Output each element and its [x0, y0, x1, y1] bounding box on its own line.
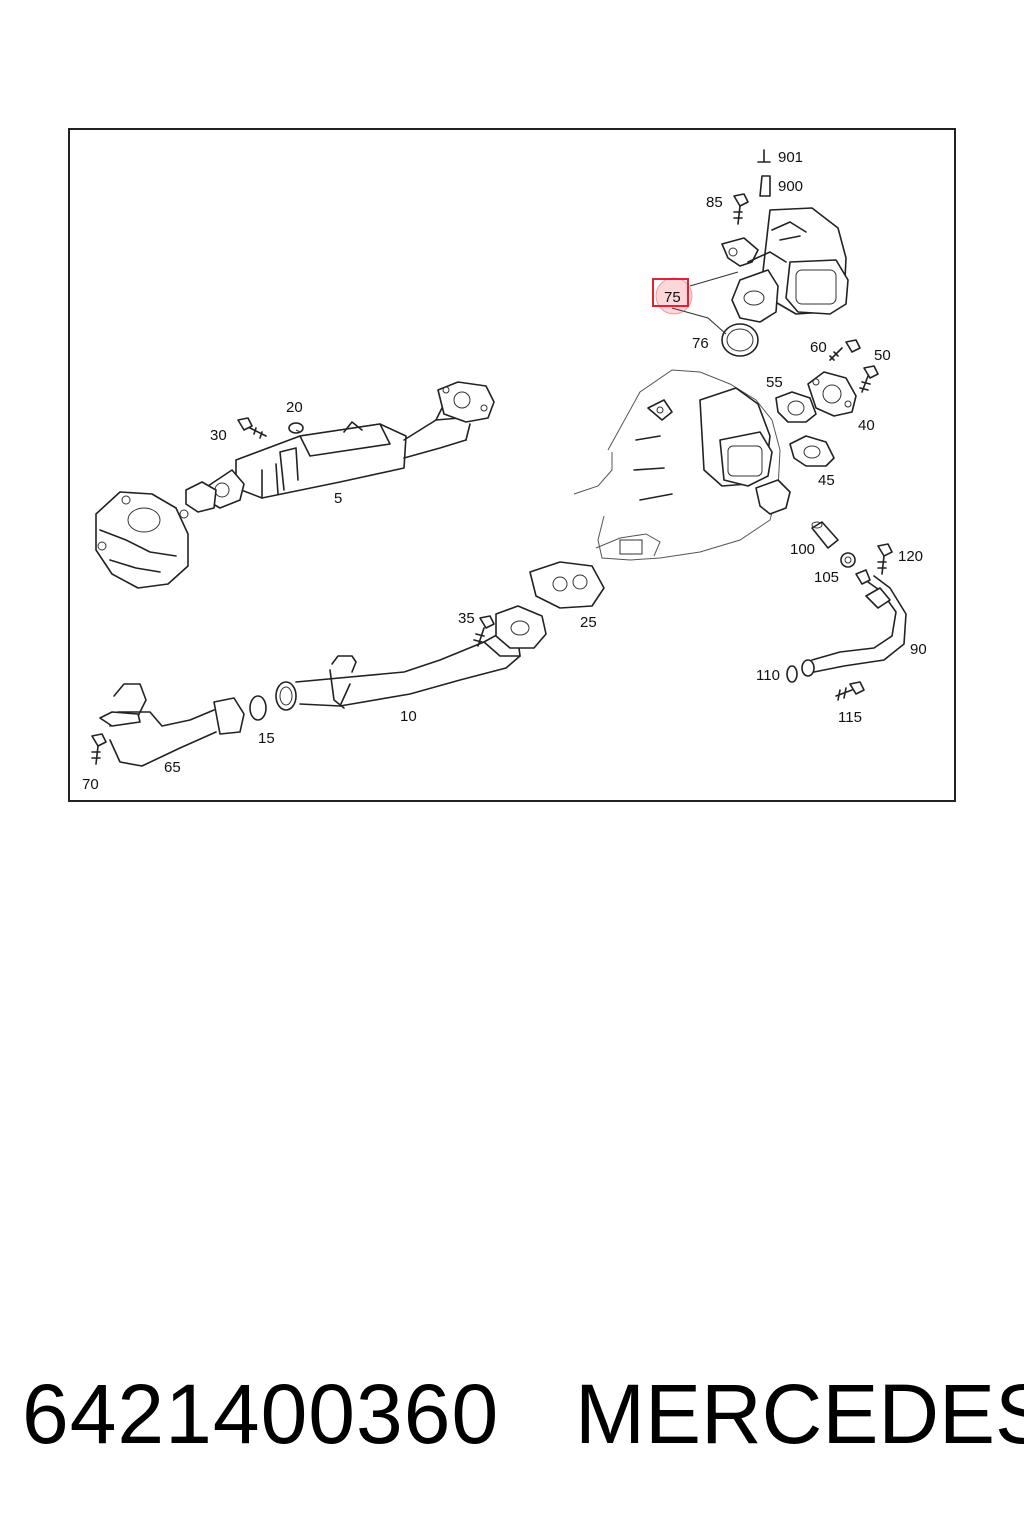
callout-labels: 901 900 85 75 76 60 50 55 40 45 20 30 5 100 120 105 25 35… — [82, 149, 927, 793]
bolt-120 — [877, 543, 893, 575]
bolt-115 — [835, 681, 865, 701]
oring-20 — [288, 422, 304, 434]
callout-70: 70 — [82, 776, 99, 793]
pipe-90 — [801, 569, 907, 677]
callout-100: 100 — [790, 541, 815, 558]
callout-10: 10 — [400, 708, 417, 725]
brand-name: MERCEDES — [575, 1367, 1024, 1461]
callout-60: 60 — [810, 339, 827, 356]
bolt-60 — [829, 339, 861, 361]
pipe-65 — [99, 683, 245, 767]
bolt-85 — [733, 193, 749, 225]
callout-75: 75 — [664, 289, 681, 306]
callout-65: 65 — [164, 759, 181, 776]
bolt-50 — [859, 365, 879, 393]
pipe-10 — [275, 605, 547, 711]
bolt-35 — [473, 615, 495, 647]
gasket-76 — [721, 323, 759, 357]
part-number: 6421400360 — [22, 1367, 500, 1461]
callout-901: 901 — [778, 149, 803, 166]
bolt-30 — [237, 417, 267, 439]
egr-cooler-5 — [185, 381, 495, 513]
callout-5: 5 — [334, 490, 342, 507]
callout-35: 35 — [458, 610, 475, 627]
callout-50: 50 — [874, 347, 891, 364]
callout-55: 55 — [766, 374, 783, 391]
callout-85: 85 — [706, 194, 723, 211]
gasket-55 — [775, 391, 817, 423]
engine-block-outline — [573, 369, 791, 561]
callout-40: 40 — [858, 417, 875, 434]
flange-40 — [807, 371, 857, 417]
highlight-box — [652, 278, 689, 307]
callout-45: 45 — [818, 472, 835, 489]
gasket-15 — [249, 695, 267, 721]
callout-900: 900 — [778, 178, 803, 195]
bolt-70 — [91, 733, 107, 765]
callout-105: 105 — [814, 569, 839, 586]
callout-15: 15 — [258, 730, 275, 747]
exploded-parts-diagram: 901 900 85 75 76 60 50 55 40 45 20 30 5 100 120 105 25 35… — [82, 149, 927, 793]
washer-110 — [786, 665, 798, 683]
callout-30: 30 — [210, 427, 227, 444]
egr-valve-actuator — [721, 149, 849, 323]
callout-90: 90 — [910, 641, 927, 658]
highlight-circle — [655, 277, 693, 315]
gasket-25 — [529, 561, 605, 609]
callout-115: 115 — [838, 709, 862, 726]
callout-20: 20 — [286, 399, 303, 416]
callout-25: 25 — [580, 614, 597, 631]
sleeve-100 — [811, 521, 839, 549]
leader-lines — [295, 271, 739, 433]
nut-105 — [840, 552, 856, 568]
callout-110: 110 — [756, 667, 780, 684]
gasket-45 — [789, 435, 835, 467]
callout-76: 76 — [692, 335, 709, 352]
throttle-housing — [95, 491, 189, 589]
callout-120: 120 — [898, 548, 923, 565]
